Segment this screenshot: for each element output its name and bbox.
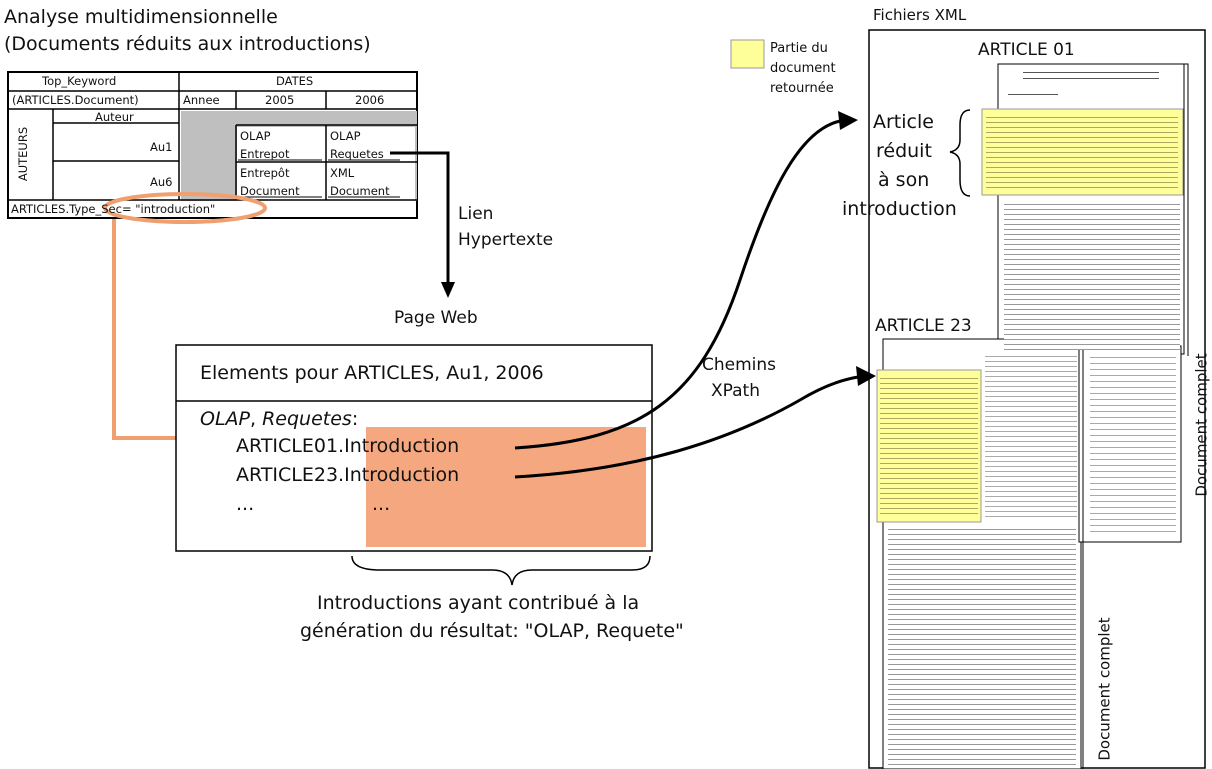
header-top-keyword: Top_Keyword — [42, 74, 117, 88]
result-row-article01[interactable]: ARTICLE01.Introduction — [236, 435, 459, 457]
row2-suffix[interactable]: Introduction — [344, 464, 460, 486]
page-web-label: Page Web — [394, 308, 478, 328]
fichiers-xml-title: Fichiers XML — [873, 6, 967, 24]
article23-side-lines — [1090, 352, 1176, 537]
header-articles-document: (ARTICLES.Document) — [12, 93, 139, 107]
row-au6: Au6 — [150, 175, 173, 189]
hyperlink-label-line2: Hypertexte — [458, 230, 554, 250]
article23-highlight-lines — [880, 374, 978, 518]
article01-document-body — [1003, 70, 1179, 350]
cell-r2c2-line2: Document — [330, 184, 390, 198]
xpath-label-line2: XPath — [711, 381, 760, 401]
caption-line2: génération du résultat: "OLAP, Requete" — [300, 620, 684, 642]
header-dates: DATES — [276, 74, 314, 88]
result-header: Elements pour ARTICLES, Au1, 2006 — [200, 362, 544, 384]
header-auteurs: AUTEURS — [16, 126, 31, 182]
cell-r2c1-line2: Document — [240, 184, 300, 198]
cell-r1c1-line1: OLAP — [240, 129, 271, 143]
cell-r2c1-line1: Entrepôt — [240, 166, 290, 180]
article01-highlight-lines — [986, 113, 1178, 191]
diagram-title-line2: (Documents réduits aux introductions) — [4, 33, 371, 55]
article23-title: ARTICLE 23 — [875, 316, 972, 336]
cell-r1c1-line2: Entrepot — [240, 147, 290, 161]
reduced-line1: Article — [873, 111, 934, 133]
header-auteur: Auteur — [95, 110, 134, 124]
cube-filter: ARTICLES.Type_Sec= "introduction" — [11, 202, 216, 216]
reduced-line4: introduction — [842, 198, 957, 220]
result-row-ellipsis-suffix: ... — [372, 493, 391, 515]
article23-upper-lines — [985, 352, 1077, 520]
query-colon: : — [351, 408, 359, 430]
diagram-title-line1: Analyse multidimensionnelle — [4, 6, 278, 28]
document-complet-label-2: Document complet — [1095, 617, 1114, 761]
row1-suffix[interactable]: Introduction — [344, 435, 460, 457]
header-annee: Annee — [183, 93, 220, 107]
caption-line1: Introductions ayant contribué à la — [317, 592, 640, 614]
row2-prefix: ARTICLE23. — [236, 464, 345, 486]
cell-r2c2-line1: XML — [330, 166, 355, 180]
result-query: OLAP, Requetes: — [200, 408, 358, 430]
result-row-article23[interactable]: ARTICLE23.Introduction — [236, 464, 459, 486]
row-au1: Au1 — [150, 140, 173, 154]
cell-r1c2-line2[interactable]: Requetes — [330, 147, 384, 161]
header-year-2005: 2005 — [265, 93, 295, 107]
query-term-requetes: Requetes — [262, 408, 352, 430]
article23-text-lines — [888, 525, 1076, 765]
reduced-line3: à son — [878, 169, 930, 191]
xpath-label-line1: Chemins — [702, 355, 777, 375]
cell-r1c2-line1: OLAP — [330, 129, 361, 143]
row1-prefix: ARTICLE01. — [236, 435, 345, 457]
article01-text-lines — [1004, 200, 1180, 350]
legend-line3: retournée — [770, 81, 834, 96]
result-row-ellipsis-prefix: ... — [236, 493, 255, 515]
reduced-line2: réduit — [876, 140, 932, 162]
article01-title: ARTICLE 01 — [978, 40, 1075, 60]
document-complet-label-1: Document complet — [1192, 353, 1211, 497]
legend-line1: Partie du — [770, 41, 828, 56]
legend-line2: document — [770, 61, 836, 76]
query-separator: , — [250, 408, 263, 430]
query-term-olap: OLAP — [200, 408, 250, 430]
header-year-2006: 2006 — [355, 93, 385, 107]
hyperlink-label-line1: Lien — [458, 204, 494, 224]
